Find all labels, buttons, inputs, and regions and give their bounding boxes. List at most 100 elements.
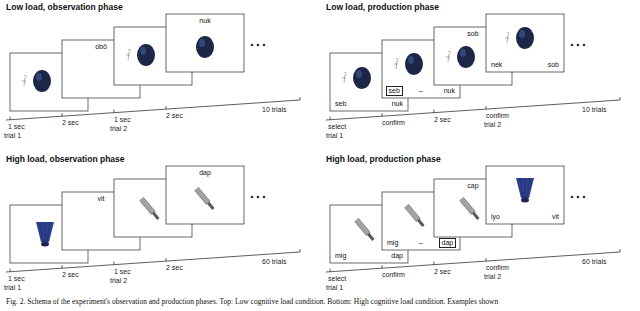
word: – [419,239,423,247]
timeline-label: 60 trials [582,258,607,266]
screen-card: nek sob [486,14,564,72]
panel-title: Low load, production phase [326,2,439,12]
object-image [137,44,155,66]
timeline-label: trial 1 [326,284,343,292]
timeline-label: confirm [486,112,509,120]
word: sob [467,30,478,38]
word: cap [467,182,478,190]
panel [326,166,620,272]
timeline-label: 2 sec [434,116,451,124]
panel [6,166,300,272]
object-image [140,197,161,220]
word: vit [98,195,105,203]
object-image [195,187,216,210]
object-image [460,197,481,220]
timeline-label: trial 1 [326,132,343,140]
object-image [405,53,423,75]
timeline-label: trial 2 [484,121,501,129]
selected-word-box: dap [439,238,456,248]
screen-card: seb nuk [330,53,408,111]
object-image [516,178,534,203]
timeline-label: trial 2 [110,125,127,133]
timeline-label: trial 1 [4,284,21,292]
timeline-label: trial 1 [4,132,21,140]
panel [326,14,620,120]
screen-card: mig – dap [382,192,460,250]
word: lyo [491,213,500,221]
timeline-label: 2 sec [166,264,183,272]
word: dap [391,252,403,260]
sketch-symbol [22,75,26,86]
timeline-label: confirm [382,119,405,127]
word: sob [548,61,559,69]
timeline-label: 10 trials [582,106,607,114]
screen-card: sob [434,27,512,85]
screen-card: obö [62,40,140,98]
timeline-label: select [328,275,346,283]
timeline-label: confirm [382,271,405,279]
timeline-label: confirm [486,264,509,272]
object-image [196,36,214,58]
word: mig [387,239,398,247]
word: seb [335,100,346,108]
object-image [353,67,371,89]
sketch-symbol [342,72,346,83]
timeline-label: 1 sec [8,123,25,131]
word: mig [335,252,346,260]
timeline-label: 1 sec [8,275,25,283]
word: nuk [444,87,455,95]
panel-title: High load, production phase [326,154,441,164]
word: nuk [392,100,403,108]
screen [486,166,564,224]
ellipsis-dots [571,196,586,199]
panel-title: Low load, observation phase [6,2,123,12]
word: obö [95,43,107,51]
screen-card: lyo vit [486,166,564,224]
screen-card: – nuk seb [382,40,460,98]
timeline-label: trial 2 [484,273,501,281]
ellipsis-dots [251,44,266,47]
word: – [419,87,423,95]
timeline-label: 2 sec [434,268,451,276]
screen-card: vit [62,192,140,250]
word: vit [552,213,559,221]
screen [486,14,564,72]
object-image [36,222,54,247]
screen [166,14,244,72]
timeline-label: 60 trials [262,258,287,266]
object-image [405,204,426,227]
panel [6,14,300,120]
word: dap [442,239,454,247]
timeline-label: trial 2 [110,277,127,285]
word: dap [199,169,211,177]
screen-card: mig dap [330,205,408,263]
word: nek [491,61,502,69]
object-image [457,46,475,68]
timeline-label: 1 sec [114,268,131,276]
ellipsis-dots [251,196,266,199]
sketch-symbol [505,32,509,43]
word: nuk [199,17,210,25]
caption: Fig. 2. Schema of the experiment's obser… [6,297,498,306]
selected-word-box: seb [386,86,403,96]
timeline-label: 1 sec [114,116,131,124]
word: seb [389,87,400,95]
sketch-symbol [446,51,450,62]
object-image [33,70,51,92]
screen-card: nuk [166,14,244,72]
ellipsis-dots [571,44,586,47]
screen-card: dap [166,166,244,224]
panel-title: High load, observation phase [6,154,125,164]
screen [166,166,244,224]
timeline-label: 2 sec [166,112,183,120]
sketch-symbol [126,49,130,60]
sketch-symbol [394,58,398,69]
screen-card: cap [434,179,512,237]
timeline-label: 2 sec [62,271,79,279]
timeline-label: 2 sec [62,119,79,127]
timeline-label: 10 trials [262,106,287,114]
object-image [516,27,534,49]
timeline-label: select [328,123,346,131]
object-image [355,218,376,241]
